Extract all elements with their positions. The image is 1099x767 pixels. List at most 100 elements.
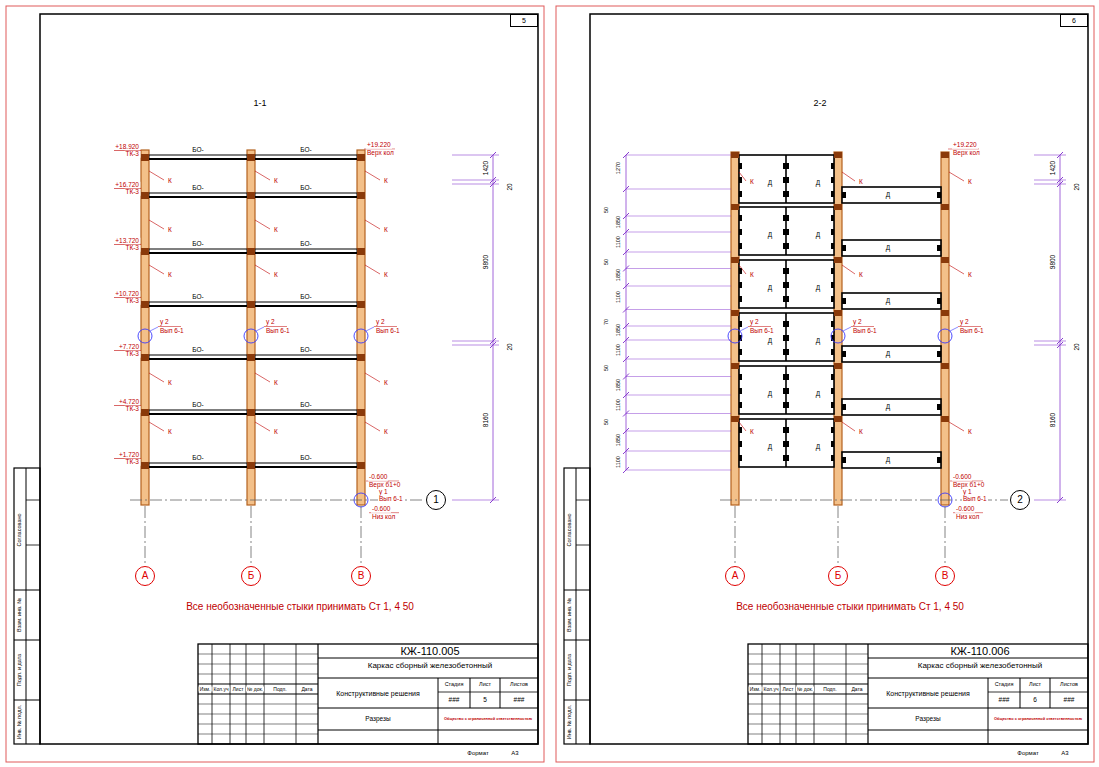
column-joint — [834, 363, 842, 369]
dimension-tick — [1057, 181, 1063, 187]
column-joint — [247, 154, 255, 161]
title-block-line — [748, 734, 868, 735]
elevation-mark: -0.600 — [371, 506, 391, 513]
wall-panel — [739, 313, 834, 361]
leader-line — [739, 265, 746, 274]
elevation-mark: ТК-3 — [124, 406, 140, 413]
leader-line — [739, 172, 746, 181]
node-mark: К — [383, 227, 389, 234]
panel-key — [937, 457, 941, 463]
dimension: 50 — [604, 418, 610, 426]
leader-line — [365, 265, 380, 274]
dimension-tick — [623, 186, 629, 192]
extension-line — [626, 268, 731, 269]
dimension: 9800 — [1050, 254, 1057, 270]
stamp-line — [576, 545, 590, 546]
dimension: 1850 — [616, 323, 622, 337]
axis-label: 2 — [1017, 495, 1023, 505]
axis-label: А — [142, 571, 149, 581]
dimension-tick — [623, 152, 629, 158]
panel-key — [783, 243, 789, 249]
leader-line — [149, 220, 164, 229]
panel-key — [937, 192, 941, 198]
dimension: 20 — [507, 342, 514, 351]
stamp-label: Инв. № подл. — [567, 704, 573, 740]
extension-line — [1034, 155, 1066, 156]
stamp-strip — [14, 468, 40, 744]
stamp-label: Взам. инв. № — [17, 597, 23, 633]
joint-callout: Вып 6-1 — [159, 328, 185, 335]
table-header: Дата — [300, 687, 313, 692]
title-block-line — [198, 693, 318, 694]
title-block-line — [748, 674, 868, 675]
beam-mark: БО- — [299, 455, 312, 462]
column-joint — [834, 152, 842, 158]
title-block-line — [318, 658, 538, 659]
beam-mark: БО- — [191, 241, 204, 248]
extension-line — [626, 252, 731, 253]
node-mark: К — [858, 272, 864, 279]
column-joint — [357, 248, 365, 255]
elevation-mark: ТК-3 — [124, 245, 140, 252]
panel-key — [739, 427, 742, 433]
panel-mark: Д — [767, 232, 773, 239]
axis-line — [361, 506, 362, 566]
panel-key — [739, 455, 742, 461]
title-block-line — [868, 730, 1088, 731]
beam — [149, 249, 247, 253]
column — [941, 152, 949, 505]
stamp-label: Инв. № подл. — [17, 704, 23, 740]
joint-callout: у 1 — [378, 488, 389, 495]
column-joint — [941, 363, 949, 369]
panel-key — [831, 402, 834, 408]
column-joint — [357, 409, 365, 416]
drawing-frame — [590, 14, 1088, 744]
elevation-mark: +18.920 — [114, 143, 140, 150]
wall-panel — [842, 293, 941, 309]
panel-key — [783, 191, 789, 197]
column-joint — [941, 416, 949, 422]
table-header: Листов — [1059, 682, 1079, 688]
callout-circle — [354, 329, 368, 343]
elevation-mark: Верх кол — [952, 150, 981, 157]
leader-line — [365, 171, 380, 180]
beam-edge — [255, 252, 357, 254]
elevation-mark: ТК-3 — [124, 351, 140, 358]
wall-panel — [739, 260, 834, 308]
extension-line — [626, 431, 731, 432]
title-block-line — [748, 693, 868, 694]
beam-mark: БО- — [299, 147, 312, 154]
stamp-label: Подп. и дата — [17, 653, 23, 687]
leader-line — [949, 265, 964, 274]
panel-key — [937, 404, 941, 410]
sheet-border — [6, 6, 544, 762]
table-header: Дата — [850, 687, 863, 692]
leader-line — [149, 373, 164, 382]
dimension-tick — [623, 337, 629, 343]
axis-line — [251, 506, 252, 566]
elevation-mark: +16.720 — [114, 181, 140, 188]
dimension-line — [1060, 155, 1061, 500]
node-mark: К — [167, 272, 173, 279]
leader-line — [256, 327, 264, 331]
node-mark: К — [749, 429, 755, 436]
leader-line — [255, 220, 270, 229]
beam-mark: БО- — [191, 402, 204, 409]
title-block-line — [748, 654, 868, 655]
column-joint — [731, 152, 739, 158]
panel-key — [739, 191, 742, 197]
table-header: Кол.уч — [213, 687, 230, 692]
stamp-label: Согласовано — [17, 512, 23, 547]
panel-key — [831, 163, 834, 169]
leader-line — [255, 373, 270, 382]
beam-mark: БО- — [191, 185, 204, 192]
dimension-tick — [1057, 342, 1063, 348]
joint-callout: у 2 — [265, 319, 276, 326]
column — [141, 150, 149, 505]
stamp-line — [14, 700, 40, 701]
axis-marker: 2 — [1010, 490, 1030, 510]
dimension-tick — [623, 266, 629, 272]
leader-line — [842, 422, 855, 431]
column-joint — [357, 192, 365, 199]
dimension: 1100 — [616, 455, 622, 469]
